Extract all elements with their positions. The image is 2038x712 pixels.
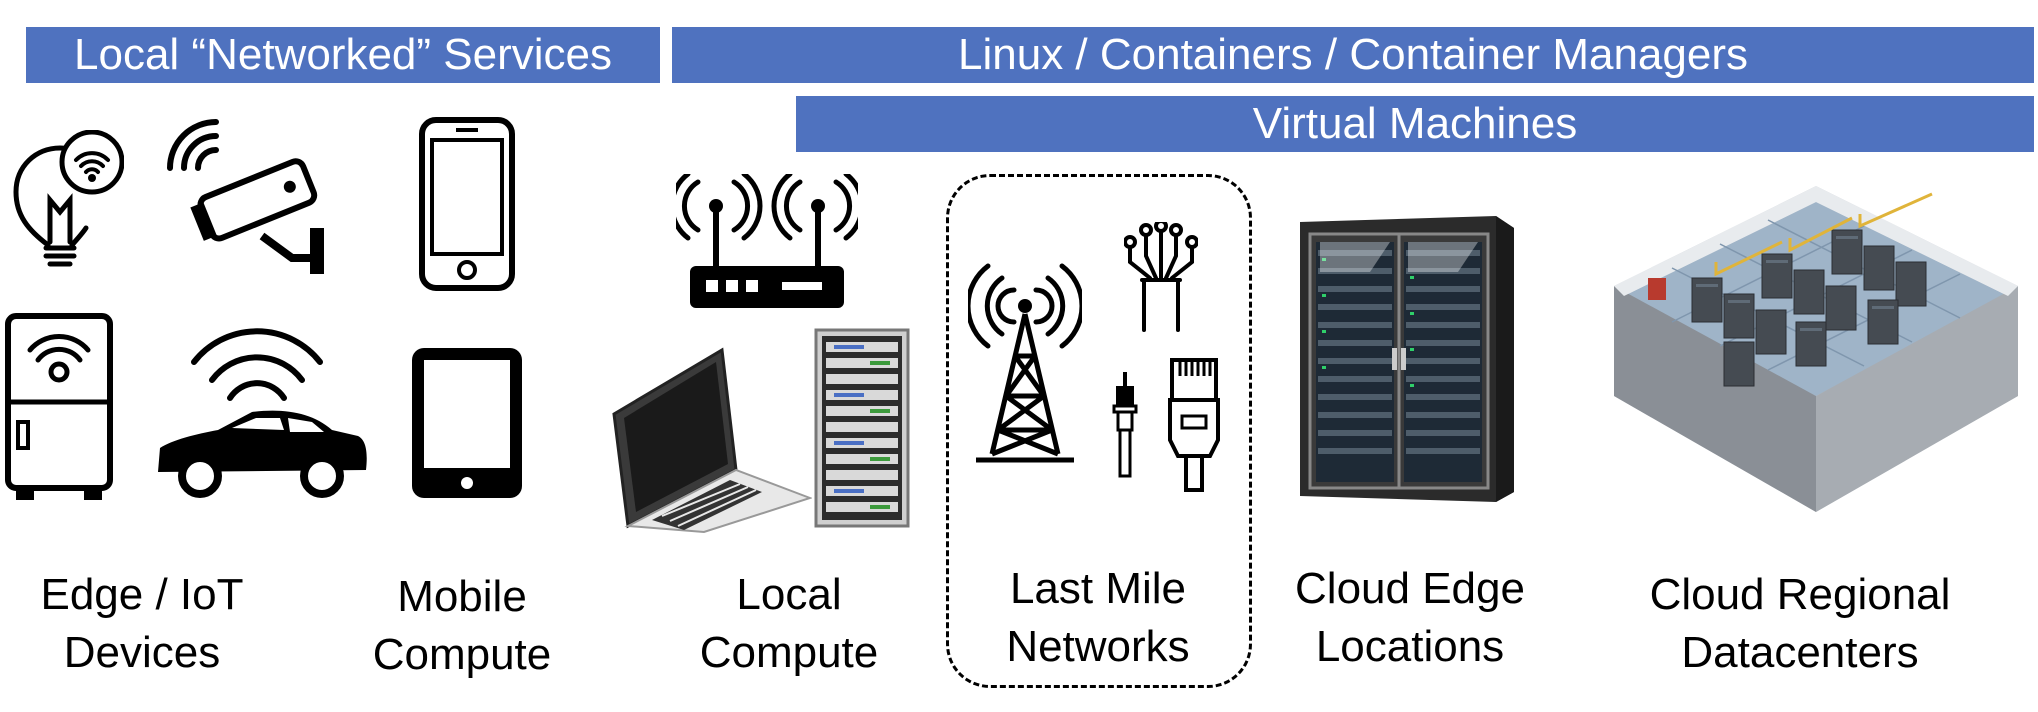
tier-label-cloud-regional-line1: Cloud Regional bbox=[1649, 570, 1951, 619]
tier-label-last-mile: Last Mile Networks bbox=[966, 560, 1230, 676]
wifi-router-icon bbox=[676, 174, 858, 308]
tier-label-cloud-edge-line1: Cloud Edge bbox=[1295, 564, 1525, 613]
coax-connector-icon bbox=[1112, 372, 1138, 478]
smart-fridge-icon bbox=[5, 313, 113, 500]
connected-car-icon bbox=[158, 328, 367, 498]
tier-label-mobile-line1: Mobile bbox=[397, 572, 527, 621]
last-mile-highlight-box bbox=[946, 174, 1252, 688]
smartphone-icon bbox=[419, 117, 515, 291]
datacenter-icon bbox=[1614, 186, 2018, 512]
tier-label-edge-iot-line2: Devices bbox=[63, 628, 221, 677]
tier-label-cloud-regional: Cloud Regional Datacenters bbox=[1620, 566, 1980, 682]
cell-tower-icon bbox=[968, 263, 1082, 463]
security-camera-icon bbox=[167, 119, 324, 274]
server-rack-icon bbox=[814, 328, 910, 528]
tier-label-last-mile-line2: Networks bbox=[1006, 622, 1190, 671]
smart-bulb-icon bbox=[13, 130, 124, 267]
tier-label-mobile-line2: Compute bbox=[372, 630, 552, 679]
tier-label-edge-iot-line1: Edge / IoT bbox=[40, 570, 244, 619]
tablet-icon bbox=[412, 348, 522, 498]
tier-label-cloud-edge: Cloud Edge Locations bbox=[1280, 560, 1540, 676]
tier-label-mobile: Mobile Compute bbox=[362, 568, 562, 684]
tier-label-cloud-edge-line2: Locations bbox=[1315, 622, 1505, 671]
tier-label-local-line1: Local bbox=[736, 570, 842, 619]
band-linux-containers: Linux / Containers / Container Managers bbox=[672, 27, 2034, 83]
ethernet-plug-icon bbox=[1168, 358, 1220, 492]
tier-label-cloud-regional-line2: Datacenters bbox=[1681, 628, 1919, 677]
fiber-icon bbox=[1124, 222, 1198, 332]
tier-label-local: Local Compute bbox=[684, 566, 894, 682]
tier-label-last-mile-line1: Last Mile bbox=[1009, 564, 1187, 613]
laptop-icon bbox=[612, 347, 812, 534]
tier-label-local-line2: Compute bbox=[699, 628, 879, 677]
band-virtual-machines: Virtual Machines bbox=[796, 96, 2034, 152]
cloud-edge-rack-icon bbox=[1300, 216, 1514, 502]
tier-label-edge-iot: Edge / IoT Devices bbox=[22, 566, 262, 682]
band-local-networked-services: Local “Networked” Services bbox=[26, 27, 660, 83]
